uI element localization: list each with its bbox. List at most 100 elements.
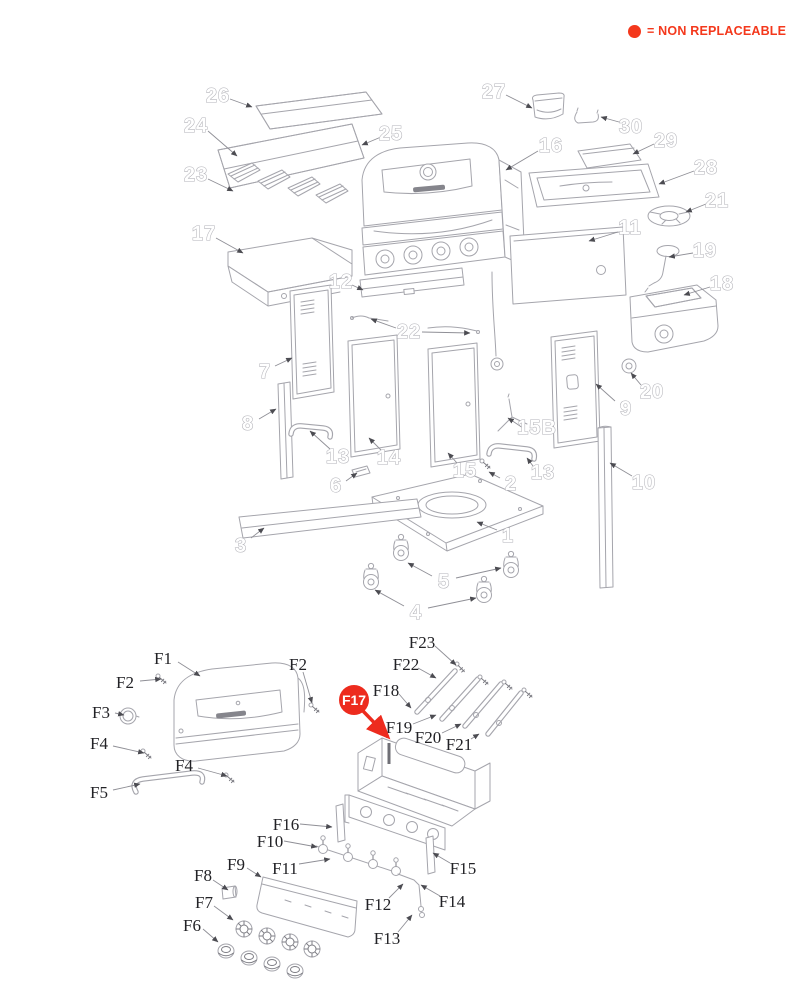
bottom-diagram-art bbox=[119, 661, 533, 979]
part-burner-ring bbox=[647, 205, 691, 227]
leader-line bbox=[630, 372, 642, 386]
part-label-4: 4 bbox=[410, 602, 422, 624]
part-label-13: 13 bbox=[326, 446, 350, 468]
part-wire-bracket bbox=[574, 107, 599, 124]
leader-line bbox=[526, 457, 534, 467]
part-label-7: 7 bbox=[259, 361, 271, 383]
part-grease-tray bbox=[528, 163, 660, 208]
leader-line bbox=[139, 676, 162, 683]
leader-line bbox=[374, 589, 405, 607]
leader-line bbox=[207, 130, 238, 157]
leader-line bbox=[215, 237, 244, 254]
part-label-3: 3 bbox=[235, 535, 247, 557]
part-door-left bbox=[347, 334, 401, 458]
part-igniter-wires bbox=[350, 315, 480, 334]
part-label-29: 29 bbox=[654, 130, 678, 152]
part-label-F5: F5 bbox=[90, 783, 108, 802]
leader-line bbox=[427, 596, 477, 609]
part-door-handle-right bbox=[486, 443, 538, 462]
part-label-F14: F14 bbox=[439, 892, 466, 911]
part-label-23: 23 bbox=[184, 164, 208, 186]
part-grill-head bbox=[361, 142, 526, 371]
part-front-rail bbox=[238, 498, 422, 539]
leader-line bbox=[600, 115, 620, 123]
leader-line bbox=[417, 667, 437, 679]
part-label-14: 14 bbox=[377, 447, 401, 469]
leader-line bbox=[298, 857, 331, 865]
part-side-burner bbox=[629, 284, 719, 353]
leader-line bbox=[476, 521, 498, 531]
part-regulator bbox=[644, 245, 680, 293]
part-f-handle bbox=[131, 770, 206, 795]
part-f-control-panel bbox=[256, 876, 358, 938]
highlighted-part-badge[interactable] bbox=[339, 685, 369, 715]
leader-line bbox=[421, 330, 471, 336]
leader-line bbox=[685, 203, 707, 213]
leader-line bbox=[197, 767, 228, 778]
leader-line bbox=[609, 462, 633, 477]
leader-line bbox=[246, 867, 262, 878]
leader-line bbox=[488, 471, 501, 479]
part-label-F4: F4 bbox=[175, 756, 193, 775]
part-back-panel bbox=[509, 226, 627, 305]
part-label-15B: 15B bbox=[517, 417, 557, 439]
leader-line bbox=[507, 417, 524, 429]
highlight-layer: F17 bbox=[339, 685, 391, 740]
leader-line bbox=[420, 884, 441, 897]
part-f-lid bbox=[173, 662, 306, 762]
part-f-burner-tubes bbox=[414, 661, 533, 737]
leader-line bbox=[207, 178, 234, 192]
leader-line bbox=[505, 94, 533, 109]
leader-line bbox=[658, 170, 695, 185]
part-f15-bracket bbox=[425, 835, 436, 875]
leader-line bbox=[407, 562, 433, 577]
leader-line bbox=[432, 852, 451, 864]
part-f-firebox bbox=[335, 737, 491, 875]
leader-line bbox=[455, 566, 502, 579]
part-bottom-shelf bbox=[371, 473, 544, 552]
leader-line bbox=[258, 408, 277, 420]
part-label-F13: F13 bbox=[374, 929, 400, 948]
part-label-F12: F12 bbox=[365, 895, 391, 914]
part-screw-2 bbox=[479, 458, 491, 470]
part-label-30: 30 bbox=[619, 116, 643, 138]
part-f-thermometer bbox=[119, 707, 140, 725]
leader-line bbox=[668, 252, 694, 259]
non-replaceable-dot-icon bbox=[628, 24, 641, 38]
leader-line bbox=[299, 823, 333, 830]
part-label-F6: F6 bbox=[183, 916, 201, 935]
part-label-27: 27 bbox=[482, 81, 506, 103]
part-label-F11: F11 bbox=[272, 859, 298, 878]
part-label-2: 2 bbox=[505, 473, 517, 495]
leader-line bbox=[274, 357, 293, 367]
part-label-F10: F10 bbox=[257, 832, 283, 851]
highlight-arrow bbox=[361, 709, 391, 740]
part-label-F8: F8 bbox=[194, 866, 212, 885]
leader-line bbox=[412, 714, 437, 725]
control-knobs bbox=[375, 237, 479, 269]
part-label-F20: F20 bbox=[415, 728, 441, 747]
part-f-screw bbox=[223, 772, 235, 784]
part-label-13: 13 bbox=[531, 462, 555, 484]
part-clip bbox=[351, 465, 371, 478]
leader-line bbox=[114, 711, 125, 717]
leader-line bbox=[302, 671, 313, 704]
leader-line bbox=[683, 286, 711, 296]
part-label-20: 20 bbox=[640, 381, 664, 403]
part-label-F19: F19 bbox=[386, 718, 412, 737]
leader-line bbox=[283, 840, 318, 849]
leader-line bbox=[370, 318, 397, 329]
part-label-6: 6 bbox=[330, 475, 342, 497]
leader-line bbox=[588, 231, 619, 242]
part-warming-rack bbox=[255, 91, 383, 130]
part-label-11: 11 bbox=[618, 217, 641, 239]
part-label-1: 1 bbox=[502, 525, 514, 547]
leader-line bbox=[388, 883, 404, 899]
legend: = NON REPLACEABLE bbox=[628, 24, 786, 38]
part-label-F2: F2 bbox=[289, 655, 307, 674]
part-door-right bbox=[427, 342, 481, 468]
part-label-18: 18 bbox=[710, 273, 734, 295]
leader-line bbox=[397, 914, 413, 933]
